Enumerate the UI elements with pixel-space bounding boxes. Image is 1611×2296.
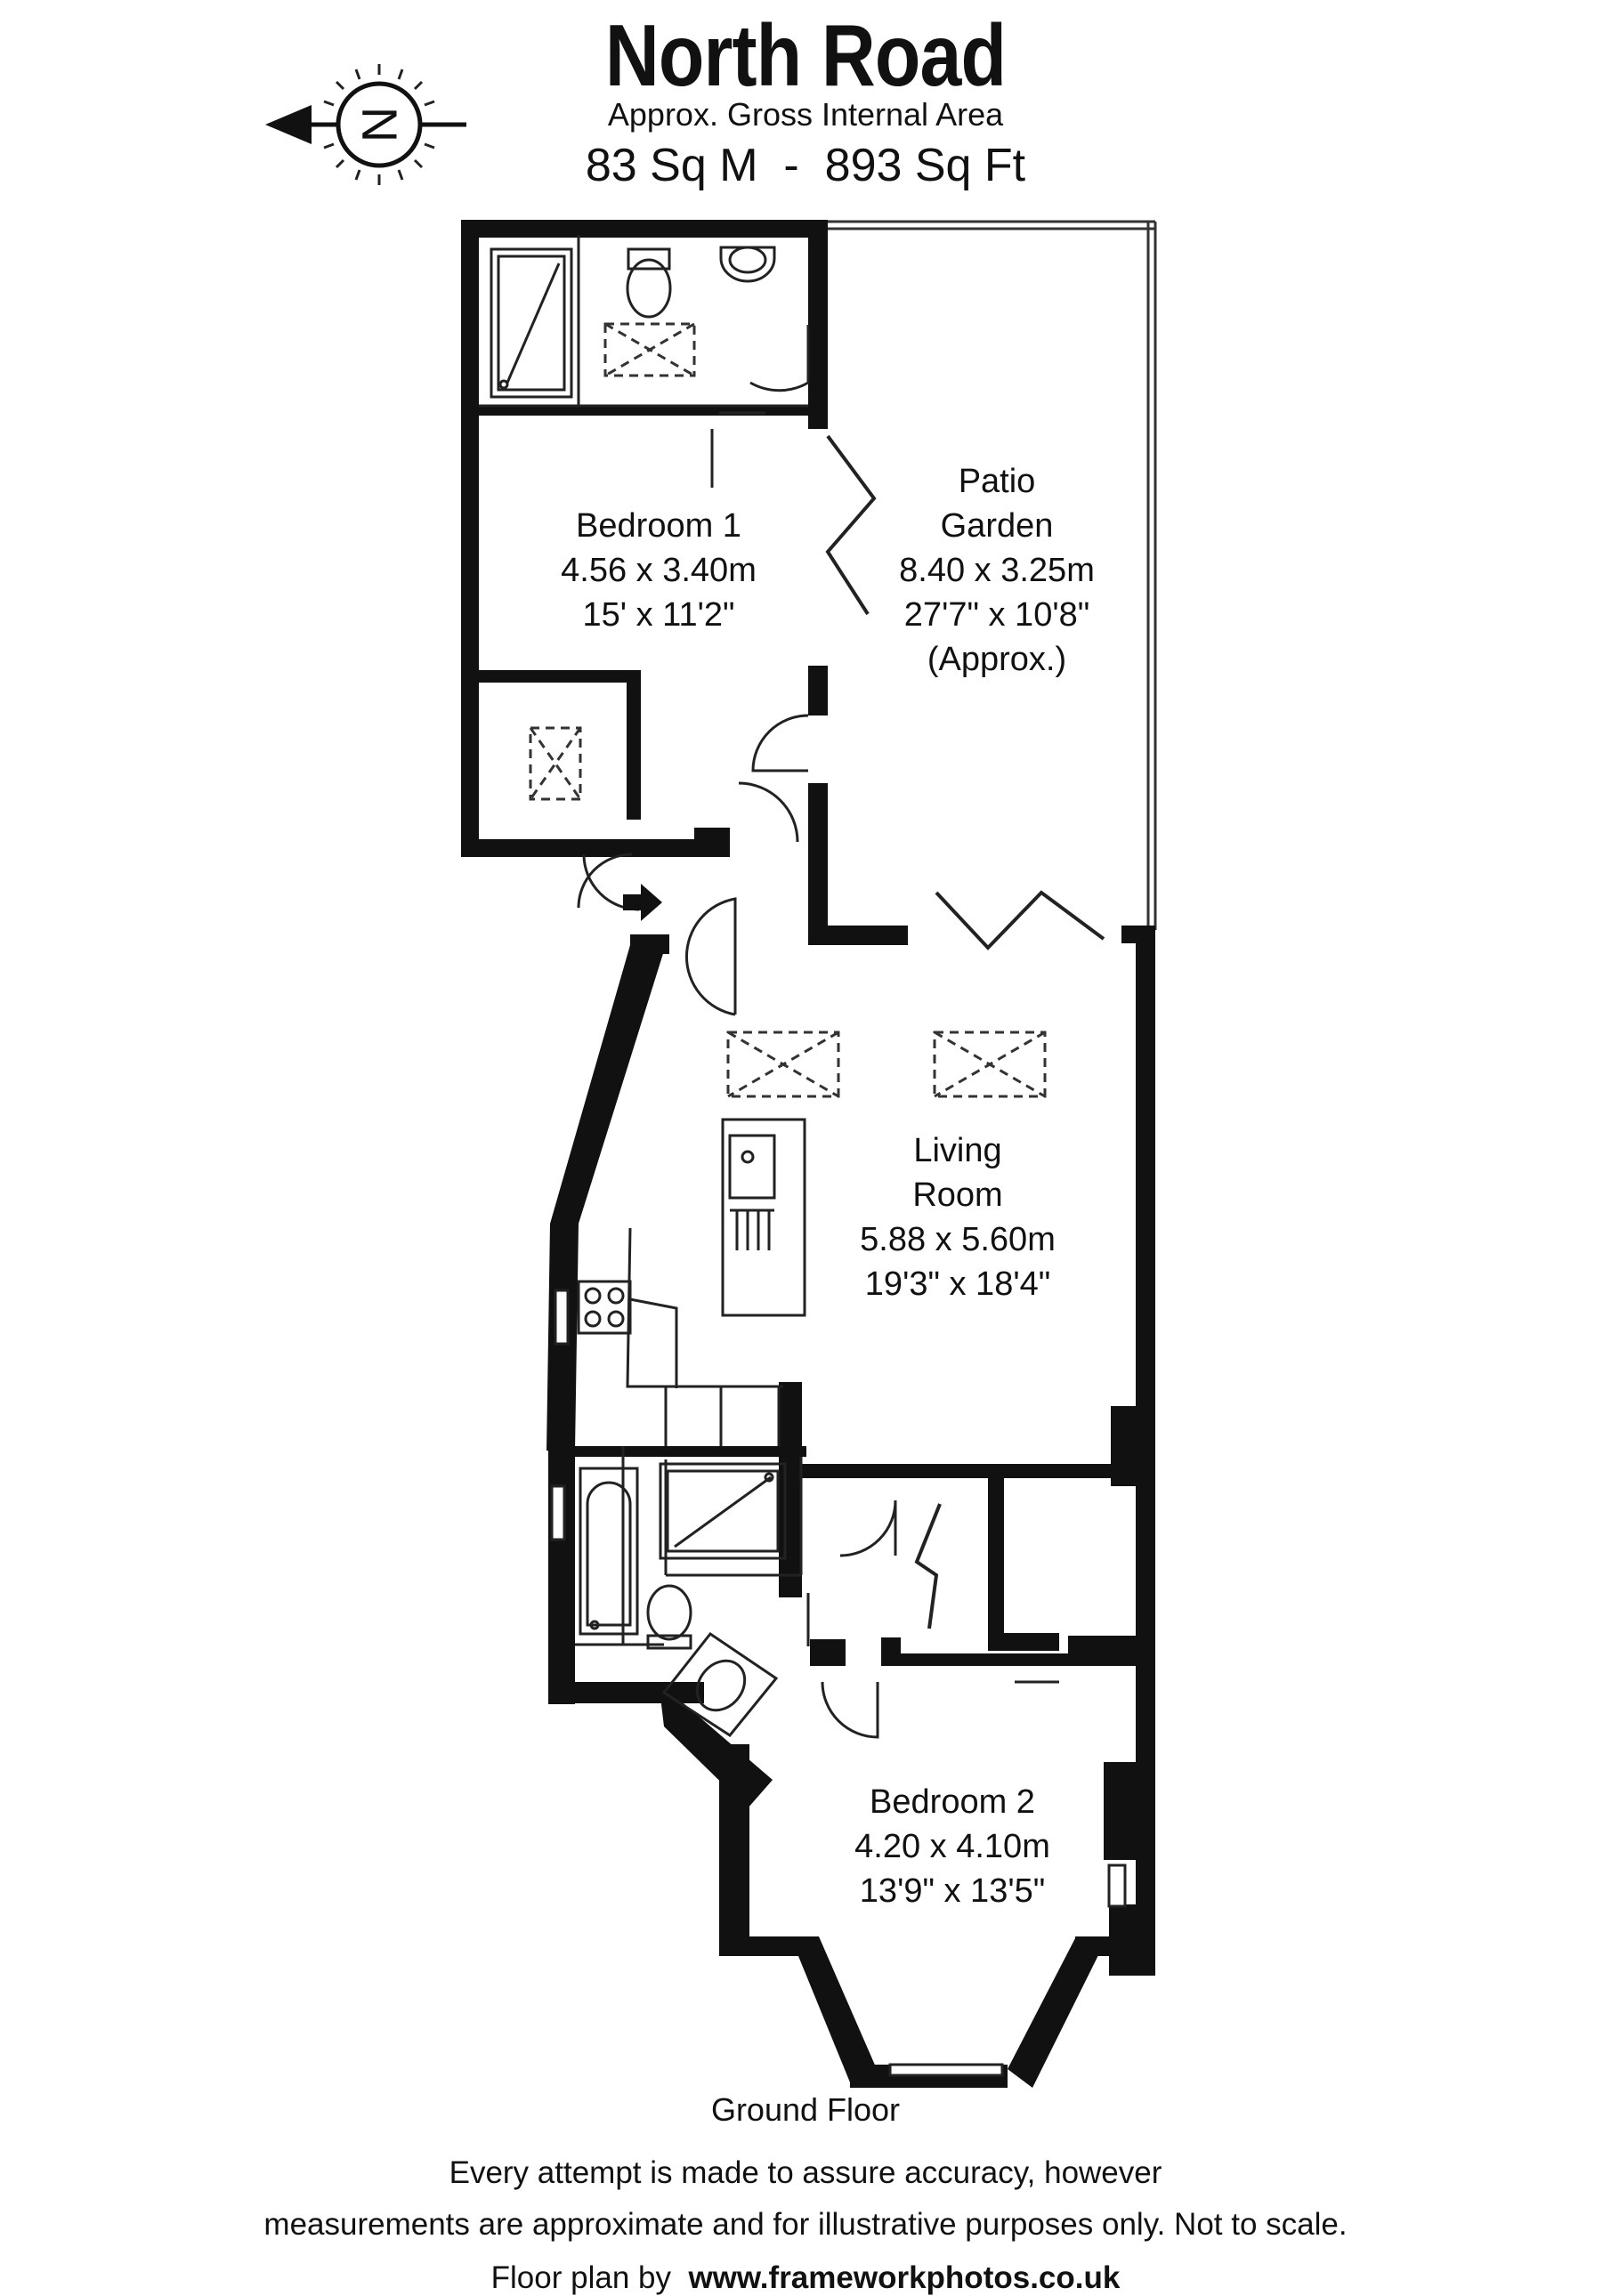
shower-tray-icon <box>490 247 573 399</box>
room-label-patio-garden: Patio Garden 8.40 x 3.25m 27'7" x 10'8" … <box>863 459 1130 682</box>
area-imperial: 893 Sq Ft <box>824 140 1026 191</box>
room-label-bedroom-1: Bedroom 1 4.56 x 3.40m 15' x 11'2" <box>525 504 792 637</box>
shower-tray-2-icon <box>659 1462 787 1560</box>
plan-subtitle: Approx. Gross Internal Area <box>607 96 1004 133</box>
disclaimer-line-2: measurements are approximate and for ill… <box>263 2207 1348 2242</box>
walls <box>461 220 1155 2088</box>
bifold-doors <box>825 434 1105 1629</box>
header: North Road Approx. Gross Internal Area 8… <box>0 0 1611 205</box>
area-separator: - <box>783 140 799 191</box>
bedroom-1-imperial: 15' x 11'2" <box>582 596 735 634</box>
bedroom-2-metric: 4.20 x 4.10m <box>854 1828 1050 1865</box>
patio-note: (Approx.) <box>927 641 1067 678</box>
entrance-arrow-icon <box>623 884 662 921</box>
patio-boundary <box>828 220 1157 930</box>
credit-line: Floor plan by www.frameworkphotos.co.uk <box>0 2260 1611 2296</box>
floor-name: Ground Floor <box>710 2091 901 2128</box>
toilet-2-icon <box>646 1584 692 1650</box>
skylight-icon <box>529 322 1047 1098</box>
disclaimer-line-1: Every attempt is made to assure accuracy… <box>449 2155 1162 2190</box>
compass-letter: N <box>352 107 408 142</box>
toilet-icon <box>626 247 672 319</box>
basin-2-icon <box>661 1631 779 1737</box>
patio-name-line1: Patio <box>958 463 1036 500</box>
living-name-line2: Room <box>912 1176 1003 1214</box>
windows <box>550 1289 1127 2077</box>
plan-area: 83 Sq M - 893 Sq Ft <box>0 139 1611 192</box>
bedroom-2-imperial: 13'9" x 13'5" <box>859 1872 1046 1910</box>
room-label-living-room: Living Room 5.88 x 5.60m 19'3" x 18'4" <box>824 1128 1091 1306</box>
bedroom-1-name: Bedroom 1 <box>576 507 741 545</box>
plan-title: North Road <box>604 6 1007 104</box>
door-swings <box>577 325 1059 1739</box>
area-metric: 83 Sq M <box>585 140 758 191</box>
hob-icon <box>577 1280 632 1335</box>
patio-metric: 8.40 x 3.25m <box>899 552 1095 589</box>
bedroom-1-metric: 4.56 x 3.40m <box>561 552 757 589</box>
living-imperial: 19'3" x 18'4" <box>864 1265 1051 1303</box>
bath-icon <box>579 1467 639 1636</box>
patio-name-line2: Garden <box>940 507 1054 545</box>
room-label-bedroom-2: Bedroom 2 4.20 x 4.10m 13'9" x 13'5" <box>819 1780 1086 1913</box>
living-name-line1: Living <box>913 1132 1002 1169</box>
living-metric: 5.88 x 5.60m <box>860 1221 1056 1258</box>
bedroom-2-name: Bedroom 2 <box>870 1783 1035 1821</box>
patio-imperial: 27'7" x 10'8" <box>903 596 1090 634</box>
basin-icon <box>719 246 776 283</box>
compass-icon: N <box>265 64 466 185</box>
kitchen-island <box>721 1118 806 1317</box>
